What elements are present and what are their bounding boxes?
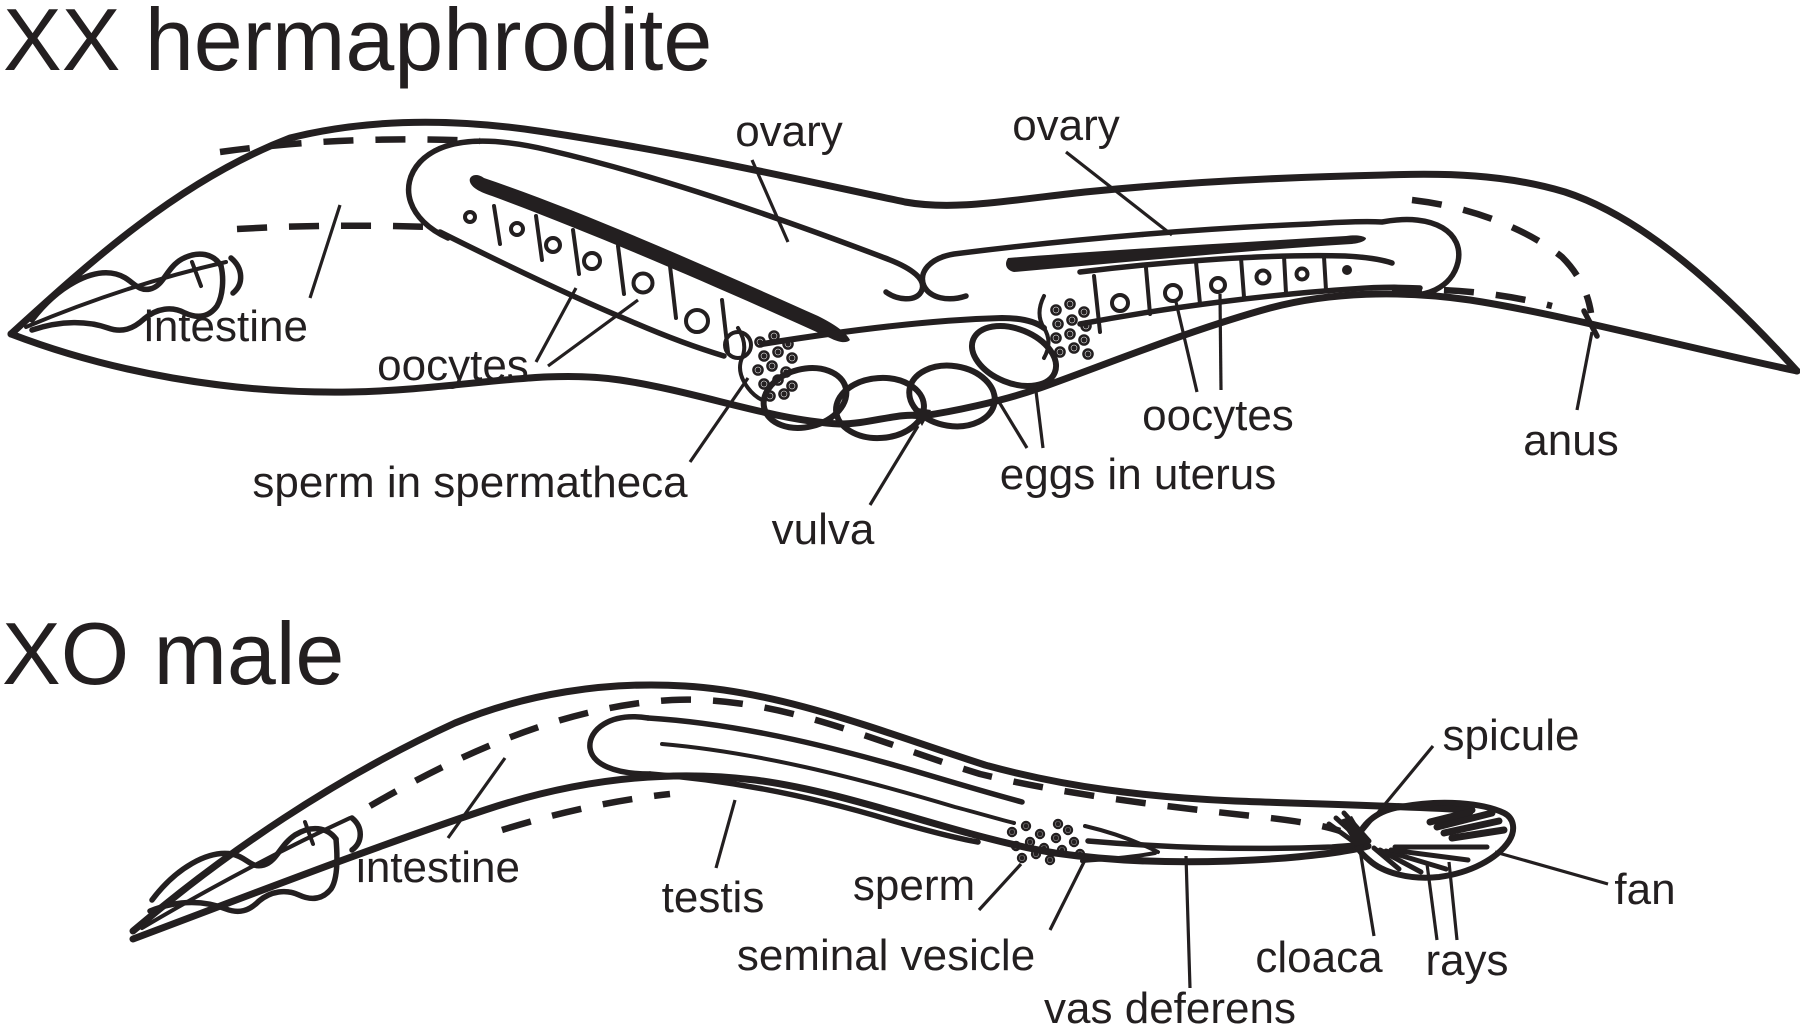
label-vulva: vulva	[772, 505, 875, 554]
anus-mark	[1581, 308, 1600, 339]
leader-seminal-vesicle	[1048, 857, 1088, 931]
label-eggs-in-uterus: eggs in uterus	[1000, 450, 1276, 499]
leader-ovary-right	[1065, 150, 1173, 237]
leader-intestine-h	[308, 204, 342, 299]
leader-cloaca	[1358, 849, 1376, 937]
hermaphrodite-pharynx	[24, 251, 244, 333]
male-title: XO male	[2, 604, 344, 703]
male-figure: XO male intestine testis sperm seminal v…	[2, 604, 1676, 1032]
leader-rays-1	[1425, 863, 1439, 941]
leader-rays-2	[1447, 861, 1459, 941]
hermaphrodite-figure: XX hermaphrodite ovary ovary intestine o…	[3, 0, 1800, 554]
label-testis: testis	[662, 873, 765, 922]
oocytes-left-shape	[463, 204, 753, 360]
leader-oocytes-left-2	[547, 298, 639, 368]
leader-sperm	[977, 862, 1023, 912]
leader-fan	[1494, 850, 1609, 886]
label-sperm: sperm	[853, 861, 975, 910]
leader-eggs-2	[1033, 382, 1045, 449]
leader-spicule	[1360, 744, 1435, 834]
label-seminal-vesicle: seminal vesicle	[737, 931, 1035, 980]
spermatheca-right-shape	[1037, 294, 1094, 360]
hermaphrodite-title: XX hermaphrodite	[3, 0, 712, 89]
spicule-shape	[1326, 810, 1372, 850]
label-intestine-h: intestine	[144, 302, 308, 351]
rays-shape	[1371, 844, 1490, 875]
label-rays: rays	[1425, 936, 1508, 985]
label-fan: fan	[1614, 865, 1675, 914]
leader-vulva	[868, 425, 920, 506]
label-oocytes-left: oocytes	[377, 341, 529, 390]
label-ovary-right: ovary	[1012, 101, 1120, 150]
leader-oocytes-right-1	[1174, 301, 1199, 393]
sperm-shape	[1006, 818, 1160, 866]
hermaphrodite-body-dorsal-outline	[7, 118, 1800, 375]
leader-eggs-1	[991, 391, 1029, 449]
leader-intestine-m	[446, 757, 507, 839]
leader-vas-deferens	[1184, 855, 1192, 989]
eggs-in-uterus-shape	[759, 315, 1060, 442]
male-pharynx	[140, 815, 363, 930]
label-vas-deferens: vas deferens	[1044, 984, 1296, 1032]
fan-shape	[1353, 799, 1517, 881]
leader-testis	[714, 799, 737, 869]
vulva-mark	[911, 407, 931, 426]
vas-deferens-shape	[1085, 838, 1367, 852]
ovary-right-shape	[919, 216, 1462, 327]
spermatheca-left-shape	[736, 326, 798, 402]
leader-spermatheca	[688, 377, 750, 463]
ovary-left-shape	[405, 138, 926, 359]
testis-shape	[587, 714, 1025, 845]
fan-dark-rays	[1426, 808, 1508, 842]
male-body-dorsal-outline	[129, 681, 1476, 935]
label-oocytes-right: oocytes	[1142, 391, 1294, 440]
hermaphrodite-intestine-dashed-bottom	[236, 222, 434, 233]
oocytes-right-shape	[1092, 254, 1352, 334]
male-body-ventral-outline	[129, 772, 1372, 943]
leader-anus	[1575, 331, 1594, 411]
leader-oocytes-left-1	[534, 287, 578, 363]
male-intestine-dashed-bottom	[501, 790, 671, 834]
leader-oocytes-right-2	[1218, 293, 1223, 391]
leader-ovary-left	[750, 159, 790, 243]
label-sperm-in-spermatheca: sperm in spermatheca	[252, 458, 688, 507]
hermaphrodite-intestine-dashed-top	[219, 136, 481, 156]
label-intestine-m: intestine	[356, 843, 520, 892]
label-anus: anus	[1523, 416, 1618, 465]
label-cloaca: cloaca	[1255, 933, 1383, 982]
label-spicule: spicule	[1443, 711, 1580, 760]
label-ovary-left: ovary	[735, 107, 843, 156]
